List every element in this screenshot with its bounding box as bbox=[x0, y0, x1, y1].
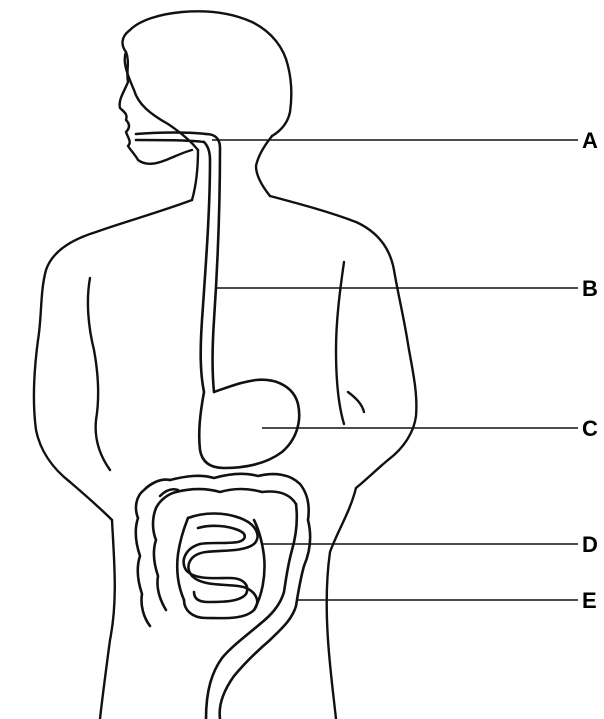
label-c: C bbox=[582, 416, 598, 441]
label-d: D bbox=[582, 532, 598, 557]
label-a: A bbox=[582, 128, 598, 153]
label-e: E bbox=[582, 588, 597, 613]
body-outline bbox=[34, 11, 417, 719]
large-intestine bbox=[136, 474, 310, 719]
leader-lines bbox=[212, 140, 578, 600]
esophagus bbox=[201, 134, 220, 392]
label-b: B bbox=[582, 276, 598, 301]
stomach bbox=[199, 380, 299, 468]
mouth-cavity bbox=[136, 133, 206, 143]
small-intestine bbox=[177, 514, 264, 619]
labels: A B C D E bbox=[582, 128, 598, 613]
